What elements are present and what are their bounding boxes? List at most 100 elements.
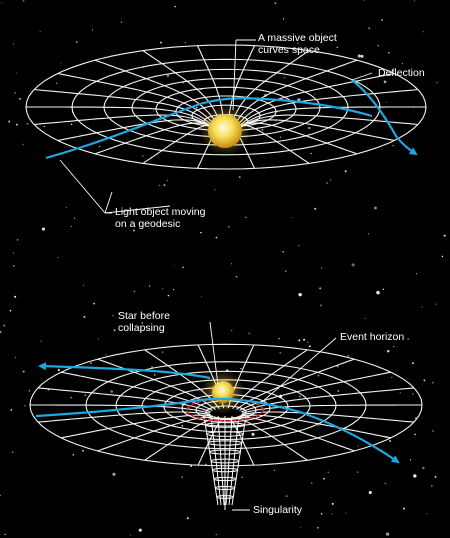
star-point xyxy=(296,42,299,45)
star-point xyxy=(407,338,410,340)
star-point xyxy=(166,179,169,182)
star-point xyxy=(22,143,24,146)
star-point xyxy=(4,533,7,536)
light-object-leader xyxy=(104,205,171,214)
star-point xyxy=(329,179,332,181)
star-point xyxy=(381,18,383,21)
star-point xyxy=(344,170,347,173)
star-point xyxy=(376,290,380,295)
star-point xyxy=(174,5,176,8)
deflection-label: Deflection xyxy=(378,67,425,79)
star-point xyxy=(166,74,170,77)
star-point xyxy=(182,266,184,269)
star-point xyxy=(12,252,14,254)
grid-spoke xyxy=(241,404,422,414)
grid-spoke xyxy=(232,72,395,132)
grid-spoke xyxy=(233,106,426,134)
star-point xyxy=(172,288,175,291)
grid-spoke xyxy=(239,371,391,411)
star-point xyxy=(382,288,385,290)
star-point xyxy=(215,236,218,239)
star-point xyxy=(274,2,277,4)
star-point xyxy=(41,227,45,231)
star-point xyxy=(19,98,21,100)
grid-spoke xyxy=(30,404,211,414)
star-point xyxy=(278,338,280,340)
star-point xyxy=(248,332,250,335)
star-point xyxy=(200,231,202,234)
captured-geodesic xyxy=(35,397,400,464)
grid-spoke xyxy=(60,414,213,439)
star-point xyxy=(283,76,286,79)
star-point xyxy=(315,394,317,396)
event-horizon-ring xyxy=(186,398,264,422)
star-point xyxy=(320,304,322,307)
star-point xyxy=(57,369,60,372)
star-point xyxy=(70,225,72,228)
star-point xyxy=(356,471,359,474)
star-point xyxy=(399,392,402,394)
star-point xyxy=(331,502,334,505)
star-point xyxy=(238,176,241,179)
star-point xyxy=(215,533,217,536)
star-point xyxy=(70,123,73,125)
star-point xyxy=(173,265,175,267)
star-point xyxy=(403,507,405,510)
grid-spoke xyxy=(230,122,358,155)
star-point xyxy=(434,475,437,478)
star-point xyxy=(285,495,288,498)
grid-spoke xyxy=(236,416,355,452)
grid-spoke xyxy=(144,417,220,461)
deflection-arrow xyxy=(351,79,418,156)
funnel-line xyxy=(217,415,225,506)
star-point xyxy=(300,527,302,529)
star-point xyxy=(431,485,433,487)
star-point xyxy=(14,92,16,94)
star-point xyxy=(112,315,114,317)
star-point xyxy=(317,424,320,426)
star-point xyxy=(392,345,395,348)
star-point xyxy=(184,42,187,44)
star-point xyxy=(12,43,14,45)
star-point xyxy=(363,0,365,1)
star-point xyxy=(273,469,276,472)
grid-spoke xyxy=(241,411,415,423)
star-point xyxy=(0,494,1,496)
funnel-line xyxy=(210,415,222,506)
star-point xyxy=(240,367,242,370)
star-point xyxy=(299,395,301,398)
funnel-ring xyxy=(210,458,240,464)
star-point xyxy=(149,285,151,287)
star-point xyxy=(432,430,434,432)
star-point xyxy=(91,29,94,31)
star-point xyxy=(441,255,444,258)
star-point xyxy=(167,294,170,297)
star-point xyxy=(26,122,29,125)
star-point xyxy=(120,21,123,24)
star-point xyxy=(72,453,75,456)
star-point xyxy=(337,390,340,392)
star-point xyxy=(200,296,203,298)
star-point xyxy=(82,284,84,286)
star-point xyxy=(310,152,312,155)
funnel-ring xyxy=(214,485,236,491)
star-point xyxy=(14,356,17,359)
star-point xyxy=(357,54,361,58)
star-point xyxy=(308,126,311,130)
funnel-ring xyxy=(207,440,243,446)
star-point xyxy=(28,390,31,392)
grid-spoke xyxy=(232,119,395,142)
star-point xyxy=(130,534,132,536)
light-object-label: Light object moving on a geodesic xyxy=(115,206,206,230)
star-point xyxy=(230,329,233,332)
funnel-ring xyxy=(211,467,239,473)
star-point xyxy=(320,267,322,269)
star-point xyxy=(422,31,424,33)
star-point xyxy=(190,465,193,467)
star-point xyxy=(285,270,287,272)
star-point xyxy=(436,81,438,84)
star-point xyxy=(351,263,355,267)
star-point xyxy=(336,46,338,48)
grid-spoke xyxy=(230,59,358,132)
